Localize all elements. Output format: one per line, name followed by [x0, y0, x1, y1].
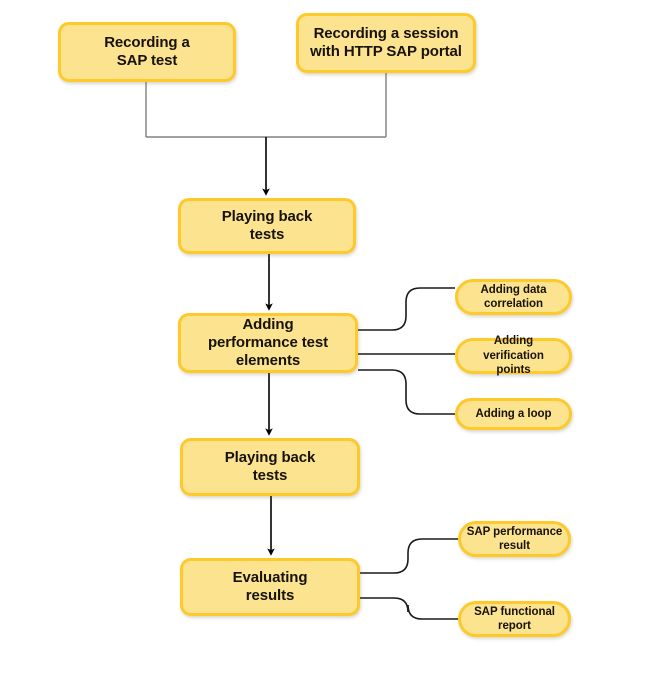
node-adding-performance-test-elements-line3: elements — [235, 351, 301, 369]
node-recording-a-session-with-http-sap-portal[interactable]: Recording a session with HTTP SAP portal — [296, 13, 476, 73]
node-adding-performance-test-elements-line2: performance test — [207, 334, 329, 352]
edge-add-elements-to-data-correlation — [358, 287, 455, 331]
node-adding-verification-points[interactable]: Adding verification points — [455, 335, 572, 377]
node-recording-http-line2: with HTTP SAP portal — [310, 43, 462, 60]
node-recording-http-line1: Recording a session — [313, 25, 459, 43]
node-adding-performance-test-elements-line1: Adding — [242, 316, 294, 334]
node-playing-back-tests-1-line1: Playing back — [221, 208, 313, 226]
node-sap-performance-result-line1: SAP performance — [466, 525, 563, 538]
node-adding-data-correlation-line2: correlation — [484, 298, 543, 310]
node-recording-a-sap-test-line2: SAP test — [116, 52, 178, 69]
node-evaluating-results-line2: results — [245, 587, 295, 604]
node-adding-verification-points-line2: points — [496, 364, 531, 377]
edge-add-elements-to-loop — [358, 369, 455, 415]
edge-evaluating-to-sap-functional — [360, 597, 458, 620]
node-sap-performance-result-line2: result — [498, 540, 530, 552]
node-adding-a-loop[interactable]: Adding a loop — [455, 398, 572, 430]
node-playing-back-tests-1[interactable]: Playing back tests — [178, 198, 356, 254]
node-playing-back-tests-1-line2: tests — [249, 226, 285, 243]
node-sap-functional-report-line2: report — [498, 620, 531, 632]
node-playing-back-tests-2-line2: tests — [252, 467, 288, 484]
node-recording-a-sap-test-line1: Recording a — [104, 34, 190, 52]
node-sap-functional-report-line1: SAP functional — [474, 605, 555, 618]
node-evaluating-results[interactable]: Evaluating results — [180, 558, 360, 616]
node-playing-back-tests-2-line1: Playing back — [224, 449, 316, 467]
edge-evaluating-to-sap-performance — [360, 538, 458, 574]
node-playing-back-tests-2[interactable]: Playing back tests — [180, 438, 360, 496]
node-sap-performance-result[interactable]: SAP performance result — [458, 521, 571, 557]
node-adding-a-loop-label: Adding a loop — [475, 407, 552, 420]
node-adding-data-correlation-line1: Adding data — [480, 283, 547, 296]
node-recording-a-sap-test[interactable]: Recording a SAP test — [58, 22, 236, 82]
node-adding-verification-points-line1: Adding verification — [483, 335, 544, 362]
node-sap-functional-report[interactable]: SAP functional report — [458, 601, 571, 637]
node-adding-data-correlation[interactable]: Adding data correlation — [455, 279, 572, 315]
node-adding-performance-test-elements[interactable]: Adding performance test elements — [178, 313, 358, 373]
node-evaluating-results-line1: Evaluating — [232, 569, 308, 587]
